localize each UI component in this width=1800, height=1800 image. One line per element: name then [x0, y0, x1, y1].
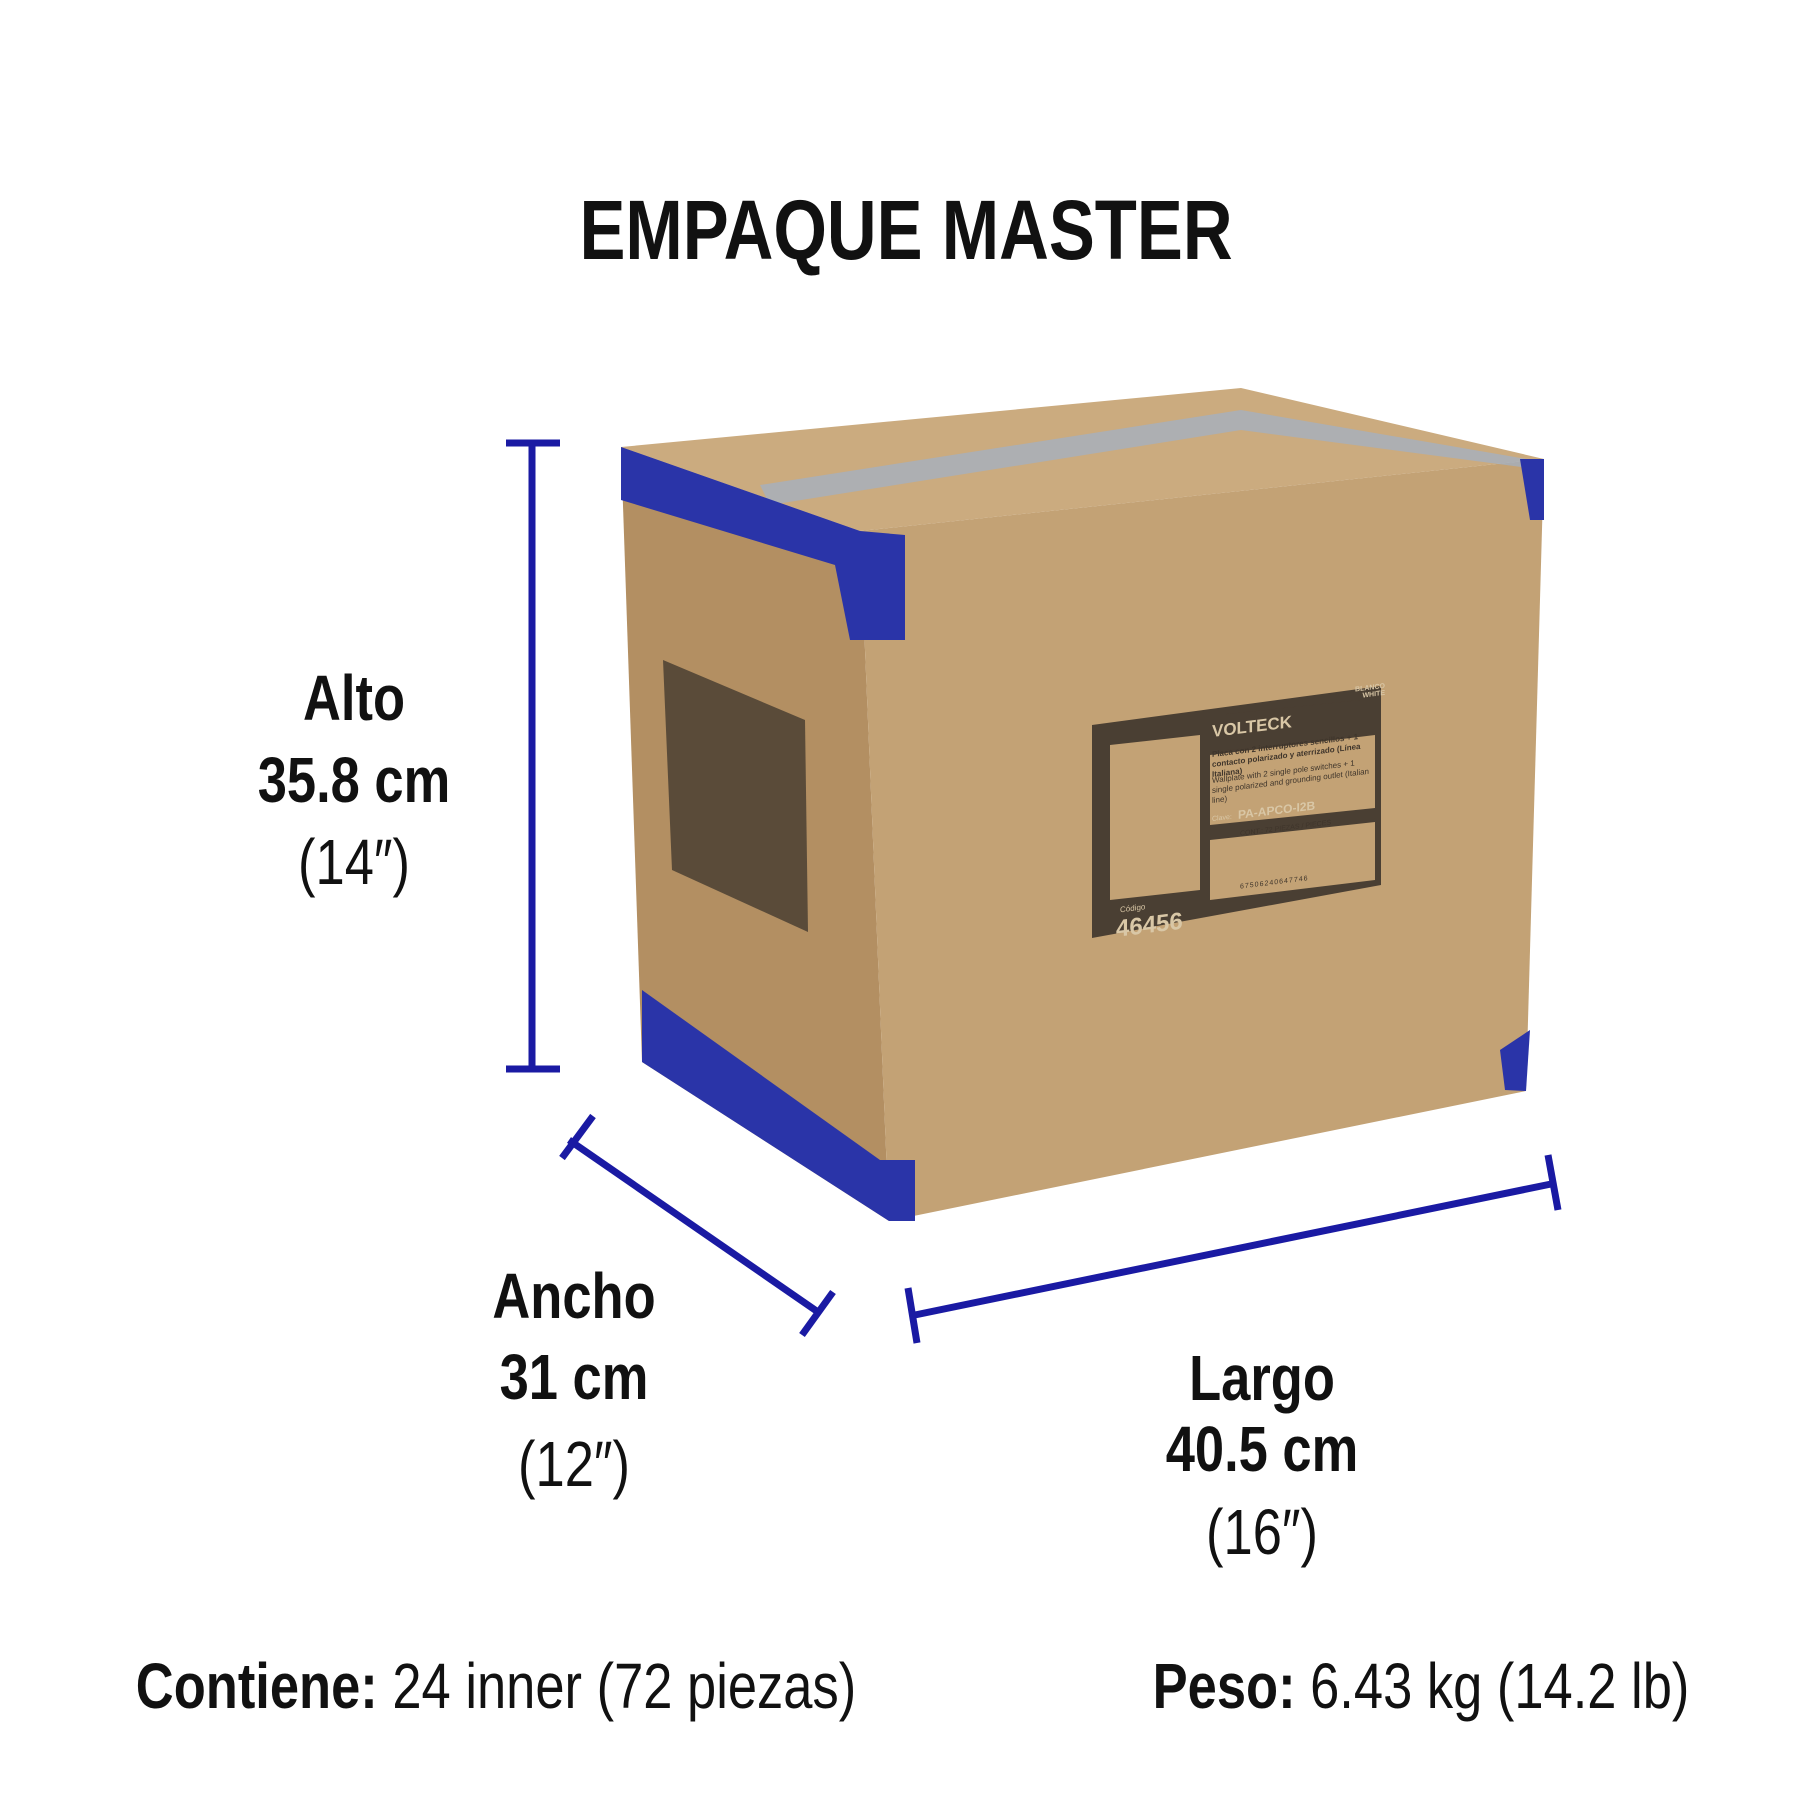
brand-logo: VOLTECK: [1212, 712, 1292, 742]
side-product-label: [663, 660, 808, 932]
alto-metric: 35.8 cm: [257, 744, 451, 816]
cont-text: CONT.: 72 PIEZAS / PIECES: [1240, 819, 1332, 838]
tape-top: [760, 410, 1544, 505]
box-label-text: VOLTECK BLANCO WHITE Placa con 2 interru…: [1100, 672, 1390, 958]
ancho-metric: 31 cm: [499, 1341, 649, 1413]
largo-metric: 40.5 cm: [1165, 1413, 1359, 1485]
contents-label: Contiene:: [135, 1650, 378, 1722]
weight-value: 6.43 kg (14.2 lb): [1310, 1650, 1690, 1722]
ancho-label: Ancho: [492, 1260, 656, 1332]
weight-label: Peso:: [1152, 1650, 1296, 1722]
clave-value: PA-APCO-I2B: [1238, 798, 1316, 822]
contents-info: Contiene: 24 inner (72 piezas): [136, 1654, 856, 1718]
contents-value: 24 inner (72 piezas): [392, 1650, 857, 1722]
dimension-lines: [506, 439, 1562, 1344]
tape-corner: [1520, 459, 1544, 520]
weight-info: Peso: 6.43 kg (14.2 lb): [1153, 1654, 1690, 1718]
ancho-imperial: (12″): [518, 1428, 630, 1500]
product-label: [1092, 686, 1381, 938]
barcode-number: 67506240647746: [1240, 875, 1309, 891]
tape-corner: [621, 447, 905, 640]
color-text: BLANCO WHITE: [1355, 682, 1385, 700]
largo-imperial: (16″): [1206, 1496, 1318, 1568]
tape-corner: [642, 990, 915, 1221]
clave-label: Clave:: [1212, 813, 1232, 824]
ancho-line: [567, 1137, 820, 1315]
largo-line: [909, 1179, 1557, 1320]
alto-label: Alto: [302, 662, 406, 734]
largo-label: Largo: [1189, 1342, 1335, 1414]
page-title: EMPAQUE MASTER: [579, 183, 1233, 277]
alto-imperial: (14″): [298, 826, 410, 898]
tape-corner: [1500, 1030, 1530, 1091]
